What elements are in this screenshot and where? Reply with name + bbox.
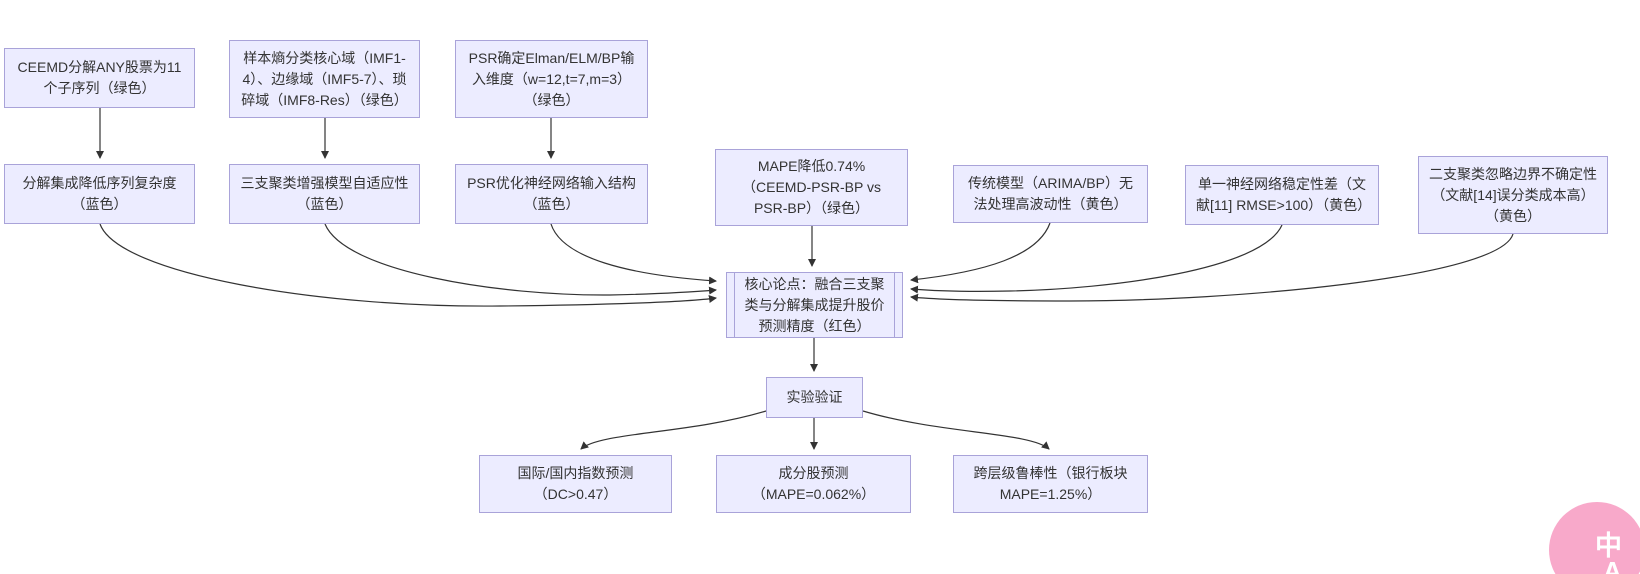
translate-button[interactable]: 中 A [1549, 502, 1640, 574]
node-three-way-clustering-adaptivity: 三支聚类增强模型自适应性（蓝色） [229, 164, 420, 224]
edge-two-way-to-core [910, 233, 1514, 302]
node-label: 核心论点：融合三支聚类与分解集成提升股价预测精度（红色） [744, 275, 885, 334]
node-decomposition-complexity: 分解集成降低序列复杂度（蓝色） [4, 164, 195, 224]
edge-experiment-to-robustness [862, 410, 1050, 450]
edge-traditional-to-core [910, 222, 1051, 284]
edge-experiment-to-index [580, 410, 767, 450]
node-ceemd-decomposition: CEEMD分解ANY股票为11个子序列（绿色） [4, 48, 195, 108]
subroutine-right-line [894, 273, 895, 337]
edge-single-nn-to-core [910, 224, 1283, 294]
translate-zh-glyph: 中 [1595, 531, 1622, 561]
node-label: 跨层级鲁棒性（银行板块MAPE=1.25%） [973, 465, 1128, 502]
node-single-nn-instability: 单一神经网络稳定性差（文献[11] RMSE>100）（黄色） [1185, 165, 1379, 225]
subroutine-left-line [734, 273, 735, 337]
node-constituent-stock-prediction: 成分股预测（MAPE=0.062%） [716, 455, 911, 513]
node-label: 样本熵分类核心域（IMF1-4）、边缘域（IMF5-7）、琐碎域（IMF8-Re… [241, 49, 408, 108]
node-core-thesis: 核心论点：融合三支聚类与分解集成提升股价预测精度（红色） [726, 272, 903, 338]
node-label: MAPE降低0.74%（CEEMD-PSR-BP vs PSR-BP）（绿色） [742, 158, 881, 216]
node-two-way-clustering-limits: 二支聚类忽略边界不确定性（文献[14]误分类成本高）（黄色） [1418, 156, 1608, 234]
node-psr-input-dimension: PSR确定Elman/ELM/BP输入维度（w=12,t=7,m=3）（绿色） [455, 40, 648, 118]
node-label: 单一神经网络稳定性差（文献[11] RMSE>100）（黄色） [1196, 176, 1372, 213]
node-label: 实验验证 [786, 389, 843, 405]
node-cross-level-robustness: 跨层级鲁棒性（银行板块MAPE=1.25%） [953, 455, 1148, 513]
node-label: 三支聚类增强模型自适应性（蓝色） [240, 175, 409, 212]
node-label: 成分股预测（MAPE=0.062%） [751, 465, 876, 502]
node-label: 分解集成降低序列复杂度（蓝色） [22, 175, 177, 212]
node-index-prediction: 国际/国内指数预测（DC>0.47） [479, 455, 672, 513]
edge-decomp-to-core [99, 223, 717, 307]
node-traditional-model-limits: 传统模型（ARIMA/BP）无法处理高波动性（黄色） [953, 165, 1148, 223]
translate-en-glyph: A [1603, 556, 1622, 574]
node-label: 传统模型（ARIMA/BP）无法处理高波动性（黄色） [968, 175, 1133, 212]
node-label: 二支聚类忽略边界不确定性（文献[14]误分类成本高）（黄色） [1429, 165, 1597, 224]
node-label: PSR优化神经网络输入结构（蓝色） [467, 175, 636, 212]
node-label: PSR确定Elman/ELM/BP输入维度（w=12,t=7,m=3）（绿色） [468, 49, 635, 108]
node-label: CEEMD分解ANY股票为11个子序列（绿色） [17, 59, 182, 96]
edge-psr-opt-to-core [550, 223, 717, 285]
node-label: 国际/国内指数预测（DC>0.47） [517, 465, 634, 502]
node-mape-improvement: MAPE降低0.74%（CEEMD-PSR-BP vs PSR-BP）（绿色） [715, 149, 908, 226]
node-experimental-validation: 实验验证 [766, 377, 863, 418]
node-psr-input-structure: PSR优化神经网络输入结构（蓝色） [455, 164, 648, 224]
node-sample-entropy-domains: 样本熵分类核心域（IMF1-4）、边缘域（IMF5-7）、琐碎域（IMF8-Re… [229, 40, 420, 118]
edge-twc-to-core [324, 223, 717, 296]
